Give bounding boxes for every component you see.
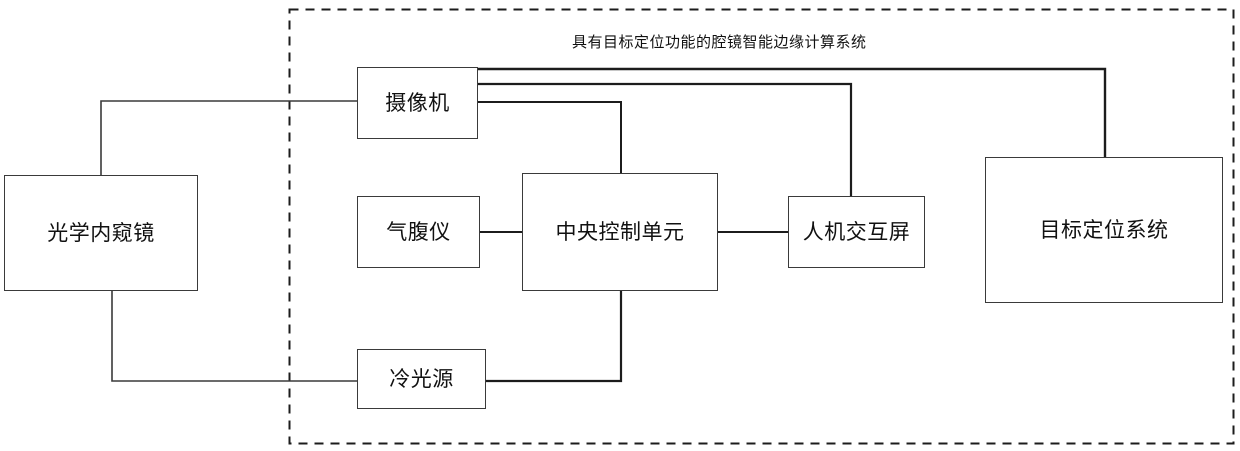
node-central-control-unit-label: 中央控制单元 (555, 219, 685, 244)
connector-camera-to-ccu (478, 101, 622, 173)
node-hmi-screen-label: 人机交互屏 (802, 219, 911, 244)
node-camera[interactable]: 摄像机 (357, 67, 478, 139)
node-cold-light-source-label: 冷光源 (389, 366, 454, 391)
node-pneumoperitoneum[interactable]: 气腹仪 (357, 196, 480, 268)
connector-camera-to-target-system (478, 67, 1107, 157)
node-hmi-screen[interactable]: 人机交互屏 (788, 196, 925, 268)
connector-ccu-to-light-source (486, 291, 623, 383)
connector-endoscope-to-camera (100, 100, 357, 175)
node-camera-label: 摄像机 (385, 90, 450, 115)
node-optical-endoscope-label: 光学内窥镜 (47, 220, 155, 245)
connector-camera-to-hmi (478, 82, 853, 196)
node-target-locating-system-label: 目标定位系统 (1039, 217, 1169, 242)
node-central-control-unit[interactable]: 中央控制单元 (522, 173, 718, 291)
connector-endoscope-to-light-source (111, 291, 357, 382)
node-pneumoperitoneum-label: 气腹仪 (386, 219, 451, 244)
system-title: 具有目标定位功能的腔镜智能边缘计算系统 (572, 33, 867, 51)
node-target-locating-system[interactable]: 目标定位系统 (985, 157, 1223, 303)
system-boundary-dashed (288, 8, 1235, 445)
node-optical-endoscope[interactable]: 光学内窥镜 (4, 175, 198, 291)
node-cold-light-source[interactable]: 冷光源 (357, 349, 486, 409)
